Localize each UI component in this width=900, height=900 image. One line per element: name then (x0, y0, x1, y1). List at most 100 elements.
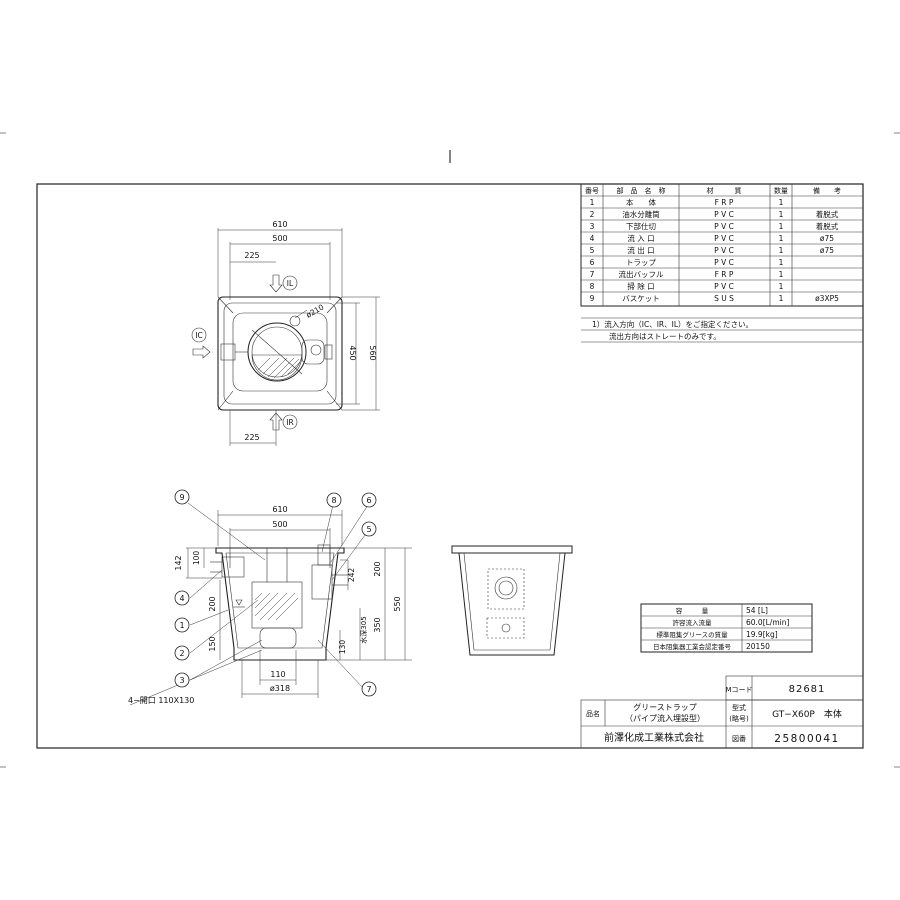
section-dim-130: 130 (338, 640, 347, 655)
part-material: P V C (714, 234, 734, 243)
part-note: ø3XP5 (815, 294, 839, 303)
part-qty: 1 (779, 258, 784, 267)
callouts: 9 8 6 5 4 1 2 3 7 (174, 489, 377, 697)
spec-label: 日本阻集器工業会認定番号 (653, 642, 732, 651)
part-material: P V C (714, 222, 734, 231)
callout-number: 3 (179, 676, 184, 685)
callout-circle (361, 681, 377, 697)
drawing-number-label: 図番 (732, 735, 746, 743)
notes: 1）流入方向（IC、IR、IL）をご指定ください。 流出方向はストレートのみです… (581, 317, 863, 343)
callout-circle (174, 672, 190, 688)
spec-value: 20150 (746, 642, 770, 651)
inlet-arrow-ir: IR (269, 412, 298, 431)
part-qty: 1 (779, 198, 784, 207)
spec-value: 54 [L] (746, 606, 768, 615)
part-material: P V C (714, 282, 734, 291)
plan-dim-500: 500 (272, 234, 287, 243)
part-qty: 1 (779, 210, 784, 219)
section-dim-200-left: 200 (208, 596, 217, 611)
part-note: 着脱式 (816, 209, 839, 219)
spec-value: 60.0[L/min] (746, 618, 789, 627)
callout-number: 1 (179, 621, 184, 630)
section-dim-142: 142 (174, 555, 183, 570)
section-dim-305: 水深305 (359, 616, 368, 643)
section-dim-phi318: ø318 (270, 684, 290, 693)
company-name: 前澤化成工業株式会社 (604, 731, 704, 744)
callout-number: 8 (331, 496, 336, 505)
header-no: 番号 (585, 187, 599, 195)
plan-dim-450: 450 (348, 345, 357, 360)
part-number: 8 (590, 282, 595, 291)
inlet-label-ic: IC (195, 331, 202, 340)
part-number: 9 (590, 294, 595, 303)
plan-dim-225-top: 225 (244, 251, 259, 260)
callout-circle (174, 617, 190, 633)
section-dim-110: 110 (270, 670, 285, 679)
callout-circle (174, 645, 190, 661)
section-dim-150: 150 (208, 636, 217, 651)
drawing-number: 25800041 (774, 733, 839, 745)
part-material: P V C (714, 210, 734, 219)
drawing-frame (36, 183, 864, 749)
callout-number: 9 (179, 493, 184, 502)
part-name: 掃 除 口 (627, 281, 654, 291)
hinmei-label: 品名 (586, 709, 600, 718)
part-number: 1 (590, 198, 595, 207)
part-name: トラップ (626, 258, 656, 267)
callout-circle (361, 492, 377, 508)
spec-value: 19.9[kg] (746, 630, 778, 639)
note-1: 1）流入方向（IC、IR、IL）をご指定ください。 (592, 319, 753, 329)
part-name: 流 出 口 (627, 245, 654, 255)
part-name: 流出バッフル (619, 269, 664, 279)
inlet-arrow-ic: IC (191, 327, 211, 359)
callout-number: 5 (366, 525, 371, 534)
part-note: ø75 (820, 246, 834, 255)
inlet-arrow-il: IL (269, 274, 298, 293)
crop-marks (0, 132, 900, 768)
part-number: 7 (590, 270, 595, 279)
section-dim-610: 610 (272, 505, 287, 514)
callout-number: 7 (366, 685, 371, 694)
part-qty: 1 (779, 270, 784, 279)
part-qty: 1 (779, 246, 784, 255)
mcode-value: 82681 (789, 684, 826, 695)
callout-number: 4 (179, 594, 184, 603)
header-name: 部 品 名 称 (617, 186, 666, 195)
part-qty: 1 (779, 234, 784, 243)
header-note: 備 考 (813, 186, 841, 195)
spec-label: 許容流入流量 (673, 618, 713, 627)
title-block: Mコード 82681 品名 グリーストラップ （パイプ流入埋設型） 型式 (略号… (580, 675, 864, 749)
part-number: 3 (590, 222, 595, 231)
part-name: バスケット (622, 294, 660, 303)
model-value: GT−X60P 本体 (772, 708, 842, 720)
section-opening-note: 4−開口 110X130 (128, 696, 194, 705)
callout-number: 6 (366, 496, 371, 505)
section-dim-350: 350 (373, 617, 382, 632)
part-number: 4 (590, 234, 595, 243)
part-material: S U S (714, 294, 734, 303)
callout-circle (326, 492, 342, 508)
part-number: 2 (590, 210, 595, 219)
part-number: 5 (590, 246, 595, 255)
header-material: 材 質 (707, 186, 742, 195)
part-qty: 1 (779, 294, 784, 303)
section-dim-500: 500 (272, 520, 287, 529)
callout-number: 2 (179, 649, 184, 658)
part-note: 着脱式 (816, 221, 839, 231)
section-view: 610 500 (128, 489, 412, 706)
callout-circle (174, 489, 190, 505)
part-qty: 1 (779, 222, 784, 231)
part-qty: 1 (779, 282, 784, 291)
model-label-2: (略号) (729, 714, 749, 723)
part-material: F R P (715, 198, 734, 207)
header-qty: 数量 (774, 186, 788, 195)
mcode-label: Mコード (725, 686, 752, 694)
section-dim-100: 100 (192, 551, 201, 566)
hatch-pattern (257, 357, 301, 379)
part-name: 油水分離筒 (622, 209, 660, 219)
part-note: ø75 (820, 234, 834, 243)
inlet-label-il: IL (287, 279, 294, 288)
